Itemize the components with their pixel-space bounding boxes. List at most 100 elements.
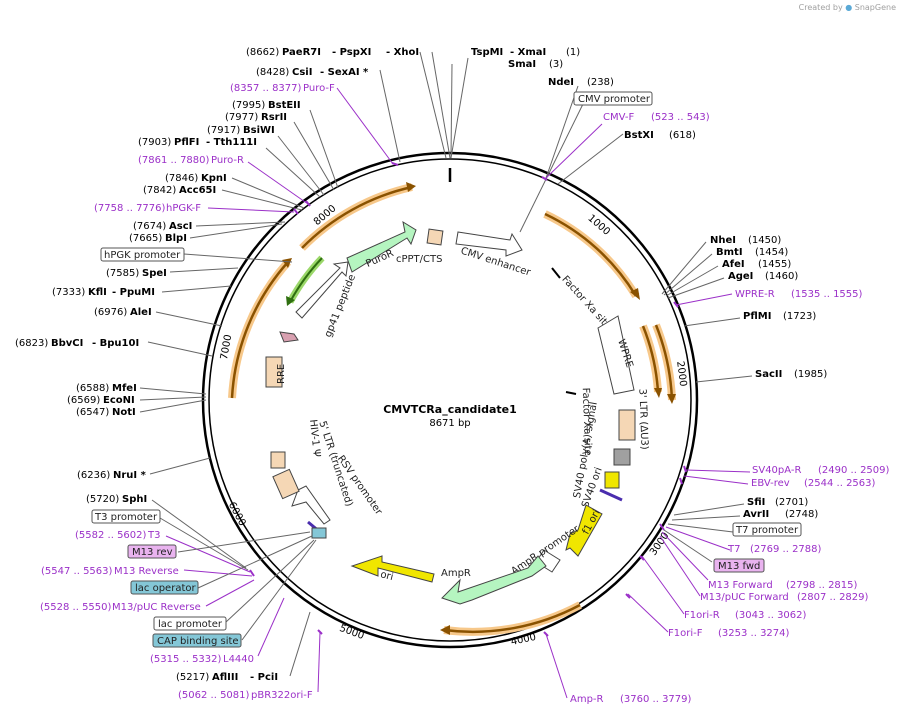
box-hpgk-promoter bbox=[100, 247, 185, 262]
pos-bstxi: (618) bbox=[669, 130, 696, 141]
label-hiv-psi: HIV-1 Ψ bbox=[307, 419, 322, 458]
site-smai: SmaI bbox=[508, 59, 536, 70]
site-bsiwi: BsiWI bbox=[243, 125, 275, 136]
feature-t7-promoter: T7 promoter bbox=[735, 525, 799, 536]
primer-m13-fwd: M13 fwd bbox=[718, 561, 760, 572]
site-csii: CsiI bbox=[292, 67, 312, 78]
primer-m13-puc-reverse: M13/pUC Reverse bbox=[112, 602, 201, 613]
pos-kfli: (7333) bbox=[52, 287, 85, 298]
feature-cppt bbox=[426, 228, 444, 246]
site-nrui: NruI * bbox=[113, 470, 147, 481]
site-kpni: KpnI bbox=[201, 173, 227, 184]
pos-sphi: (5720) bbox=[86, 494, 119, 505]
primer-m13-puc-forward: M13/pUC Forward bbox=[700, 592, 789, 603]
site-afliii: AflIII bbox=[212, 672, 238, 683]
primer-m13-forward: M13 Forward bbox=[708, 580, 773, 591]
primer-m13-reverse: M13 Reverse bbox=[114, 566, 179, 577]
site-bstxi: BstXI bbox=[624, 130, 654, 141]
tick-5000: 5000 bbox=[338, 623, 366, 642]
site-sacii: SacII bbox=[755, 369, 782, 380]
tick-6000: 6000 bbox=[226, 500, 248, 528]
site-blpi: BlpI bbox=[165, 233, 187, 244]
label-rre: RRE bbox=[276, 364, 287, 384]
site-sfii: SfiI bbox=[747, 497, 765, 508]
pos-rsrii: (7977) bbox=[225, 112, 258, 123]
map-title: CMVTCRa_candidate1 bbox=[383, 403, 517, 416]
pos-pflfi: (7903) bbox=[138, 137, 171, 148]
pos-m13-reverse: (5547 .. 5563) bbox=[41, 566, 113, 577]
primer-puro-f: Puro-F bbox=[303, 83, 335, 94]
tick-1000: 1000 bbox=[585, 213, 611, 238]
site-spei: SpeI bbox=[142, 268, 167, 279]
site-sexai: - SexAI * bbox=[320, 67, 369, 78]
pos-puro-f: (8357 .. 8377) bbox=[230, 83, 302, 94]
factor-xa-mark-2 bbox=[565, 391, 577, 395]
svg-text:AmpR promoter: AmpR promoter bbox=[509, 523, 582, 577]
leader-lines bbox=[139, 51, 753, 699]
feature-ori: ori bbox=[350, 555, 435, 583]
feature-wpre: WPRE bbox=[597, 315, 635, 395]
pos-econi: (6569) bbox=[67, 395, 100, 406]
pos-acc65i: (7842) bbox=[143, 185, 176, 196]
site-tth111i: - Tth111I bbox=[206, 137, 257, 148]
backbone-inner bbox=[208, 158, 692, 642]
site-pflfi: PflFI bbox=[174, 137, 199, 148]
site-asci: AscI bbox=[169, 221, 192, 232]
label-cppt: cPPT/CTS bbox=[396, 254, 442, 265]
primer-f1ori-f: F1ori-F bbox=[668, 628, 703, 639]
feature-rre bbox=[265, 356, 283, 388]
box-m13-rev bbox=[127, 544, 177, 559]
box-lac-operator bbox=[130, 580, 199, 595]
site-bbvci: BbvCI bbox=[51, 338, 83, 349]
feature-t3-promoter: T3 promoter bbox=[94, 512, 158, 523]
pos-avrii: (2748) bbox=[785, 509, 818, 520]
pos-m13-puc-reverse: (5528 .. 5550) bbox=[40, 602, 112, 613]
feature-lac-promoter: lac promoter bbox=[158, 619, 223, 630]
pos-bmti: (1454) bbox=[755, 247, 788, 258]
pos-ebv-rev: (2544 .. 2563) bbox=[804, 478, 876, 489]
pos-smai: (3) bbox=[549, 59, 563, 70]
feature-ampr: AmpR bbox=[441, 555, 547, 605]
site-bsteii: BstEII bbox=[268, 100, 301, 111]
pos-nrui: (6236) bbox=[77, 470, 110, 481]
pos-t3: (5582 .. 5602) bbox=[75, 530, 147, 541]
site-ndei: NdeI bbox=[548, 77, 574, 88]
pos-f1ori-f: (3253 .. 3274) bbox=[718, 628, 790, 639]
pos-paer7i: (8662) bbox=[246, 47, 279, 58]
primer-marks bbox=[249, 162, 687, 637]
pos-noti: (6547) bbox=[76, 407, 109, 418]
pos-wpre-r: (1535 .. 1555) bbox=[791, 289, 863, 300]
primer-f1ori-r: F1ori-R bbox=[684, 610, 720, 621]
pos-pflmi: (1723) bbox=[783, 311, 816, 322]
pos-mfei: (6588) bbox=[76, 383, 109, 394]
primer-t7: T7 bbox=[727, 544, 740, 555]
site-xhoi: - XhoI bbox=[386, 47, 419, 58]
label-3ltr: 3' LTR (ΔU3) bbox=[636, 388, 649, 449]
box-cap-binding-site bbox=[152, 633, 242, 648]
feature-cmv-promoter: CMV promoter bbox=[578, 94, 651, 105]
site-afei: AfeI bbox=[722, 259, 745, 270]
site-acc65i: Acc65I bbox=[179, 185, 216, 196]
svg-text:AmpR: AmpR bbox=[441, 568, 471, 579]
tick-2000: 2000 bbox=[674, 361, 688, 388]
feature-cmv-enhancer: CMV enhancer bbox=[455, 231, 533, 279]
feature-gp41 bbox=[279, 331, 299, 343]
pos-sacii: (1985) bbox=[794, 369, 827, 380]
site-mfei: MfeI bbox=[112, 383, 137, 394]
feature-3ltr bbox=[618, 409, 636, 441]
pos-m13-puc-forward: (2807 .. 2829) bbox=[797, 592, 869, 603]
feature-hiv-psi bbox=[270, 451, 286, 469]
tick-7000: 7000 bbox=[219, 334, 234, 361]
pos-spei: (7585) bbox=[106, 268, 139, 279]
pos-afliii: (5217) bbox=[176, 672, 209, 683]
pos-cmv-f: (523 .. 543) bbox=[651, 112, 710, 123]
site-alei: AleI bbox=[130, 307, 152, 318]
site-xmai: - XmaI bbox=[510, 47, 546, 58]
tick-4000: 4000 bbox=[510, 632, 537, 648]
pos-t7: (2769 .. 2788) bbox=[750, 544, 822, 555]
pos-amp-r: (3760 .. 3779) bbox=[620, 694, 692, 705]
feature-cap-binding-site: CAP binding site bbox=[157, 636, 239, 647]
map-length: 8671 bp bbox=[429, 418, 470, 429]
site-noti: NotI bbox=[112, 407, 136, 418]
pos-m13-forward: (2798 .. 2815) bbox=[786, 580, 858, 591]
